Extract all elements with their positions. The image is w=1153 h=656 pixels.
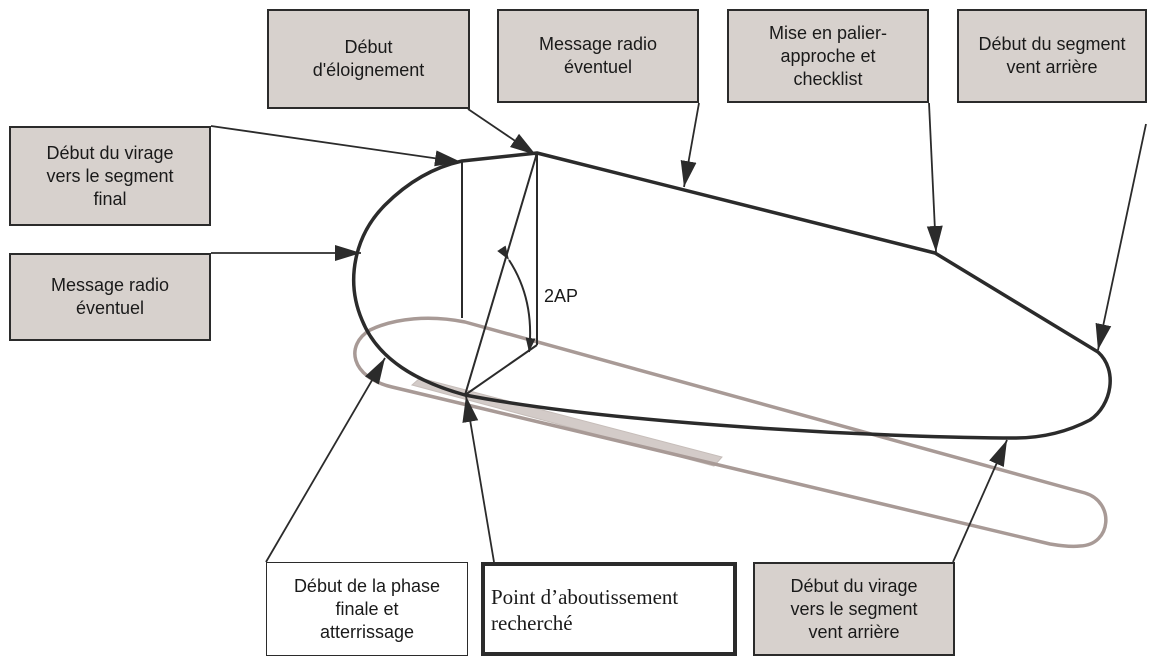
angle-2ap-label: 2AP	[544, 286, 578, 306]
callout-message-radio-left: Message radio éventuel	[9, 253, 211, 341]
angle-2ap-arc	[497, 245, 536, 353]
arrow-debut-eloignement	[467, 108, 537, 156]
callout-debut-virage-vent-arriere: Début du virage vers le segment vent arr…	[753, 562, 955, 656]
reference-ground-track	[353, 316, 1108, 549]
arrow-debut-virage-vent-arriere	[952, 439, 1008, 563]
arrow-phase-finale	[265, 357, 386, 563]
callout-debut-segment-vent-arriere: Début du segment vent arrière	[957, 9, 1147, 103]
callout-arrows	[210, 102, 1147, 563]
callout-point-aboutissement: Point d’aboutissement recherché	[481, 562, 737, 656]
callout-debut-virage-final: Début du virage vers le segment final	[9, 126, 211, 226]
arrow-point-aboutissement	[462, 395, 495, 563]
arrow-debut-segment-vent-arriere	[1095, 123, 1147, 351]
callout-mise-en-palier: Mise en palier- approche et checklist	[727, 9, 929, 103]
callout-debut-eloignement: Début d'éloignement	[267, 9, 470, 109]
arrow-message-radio-top	[680, 102, 700, 188]
callout-phase-finale: Début de la phase finale et atterrissage	[266, 562, 468, 656]
flight-path	[351, 151, 1112, 440]
arrow-mise-en-palier	[926, 102, 943, 253]
callout-message-radio-top: Message radio éventuel	[497, 9, 699, 103]
construction-lines	[461, 152, 538, 396]
arrow-debut-virage-final	[210, 125, 462, 167]
